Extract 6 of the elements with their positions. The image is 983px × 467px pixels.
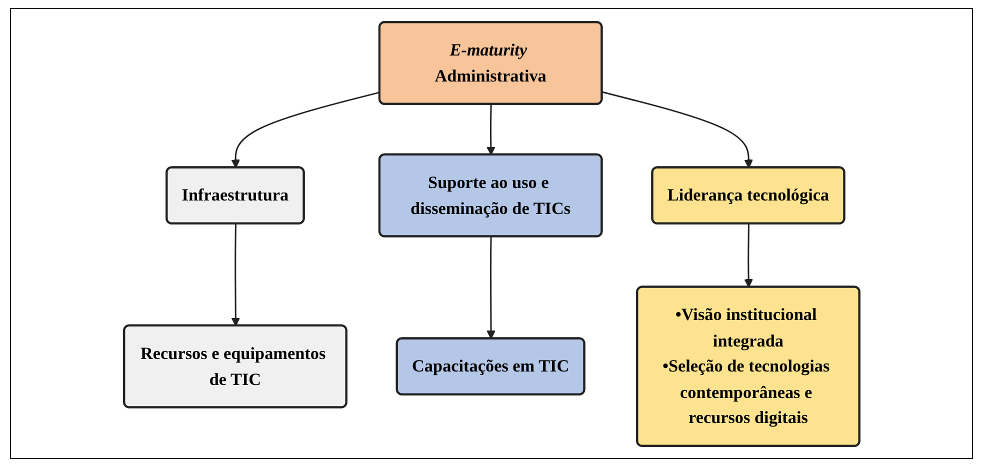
arrow <box>486 236 496 339</box>
arrow <box>230 91 380 168</box>
arrow <box>486 104 496 155</box>
arrow <box>602 90 753 168</box>
arrow <box>230 223 240 326</box>
arrow <box>744 223 753 288</box>
